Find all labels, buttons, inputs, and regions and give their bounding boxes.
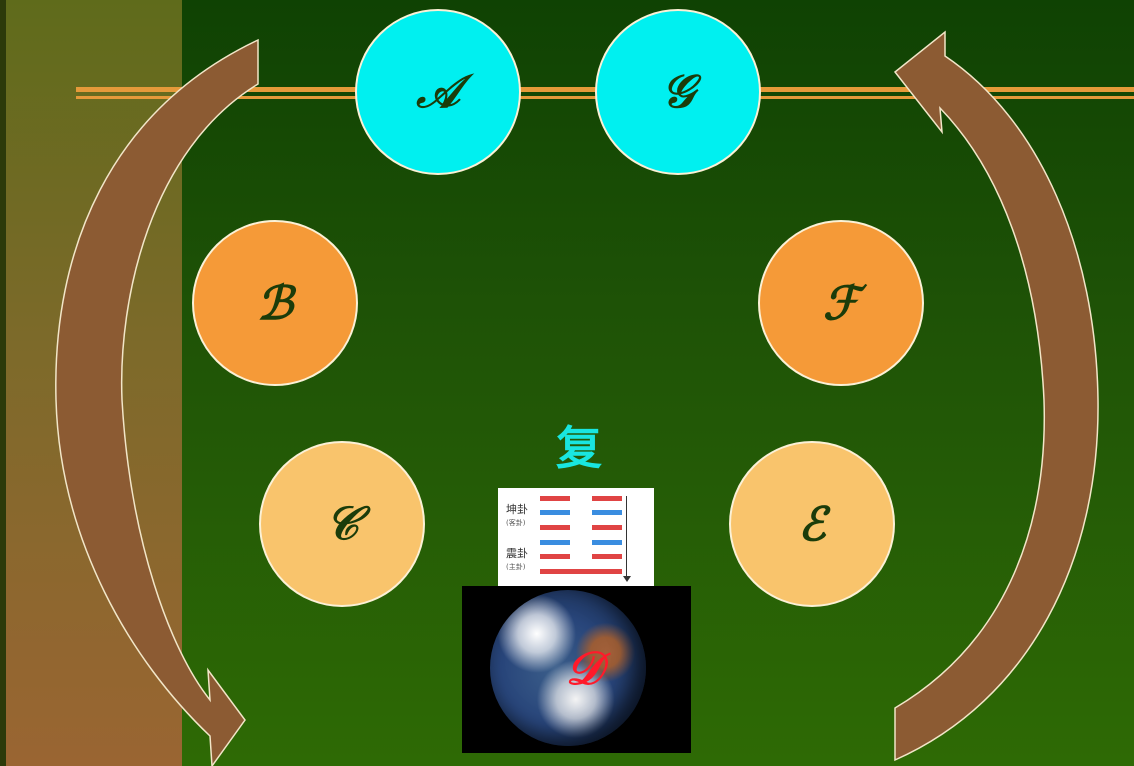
- direction-arrow-line: [626, 496, 627, 578]
- line-2-left: [540, 554, 570, 559]
- line-2-right: [592, 554, 622, 559]
- node-a-label: 𝒜: [416, 64, 460, 118]
- node-c-label: 𝒞: [325, 496, 359, 550]
- earth-globe: [490, 590, 646, 746]
- node-e-label: ℰ: [798, 497, 826, 551]
- node-b-label: ℬ: [256, 276, 294, 330]
- upper-trigram-sub: (客卦): [506, 519, 526, 527]
- fu-hexagram-image: 坤卦 (客卦) 震卦 (主卦): [498, 488, 654, 586]
- curved-arrow-down-icon: [55, 38, 259, 766]
- line-5-left: [540, 510, 570, 515]
- node-f-label: ℱ: [822, 276, 860, 330]
- lower-trigram-label: 震卦: [506, 547, 528, 560]
- node-d-label: 𝒟: [565, 641, 603, 695]
- curved-arrow-up-icon: [893, 30, 1099, 762]
- line-6-right: [592, 496, 622, 501]
- lower-trigram-sub: (主卦): [506, 563, 526, 571]
- line-6-left: [540, 496, 570, 501]
- line-1-solid: [540, 569, 622, 574]
- left-edge-strip: [0, 0, 6, 766]
- node-g-circle: 𝒢: [595, 9, 761, 175]
- earth-photo: 𝒟: [462, 586, 691, 753]
- node-b-circle: ℬ: [192, 220, 358, 386]
- line-4-left: [540, 525, 570, 530]
- node-e-circle: ℰ: [729, 441, 895, 607]
- line-4-right: [592, 525, 622, 530]
- node-c-circle: 𝒞: [259, 441, 425, 607]
- hexagram-title: 复: [556, 421, 602, 475]
- line-3-left: [540, 540, 570, 545]
- node-a-circle: 𝒜: [355, 9, 521, 175]
- line-5-right: [592, 510, 622, 515]
- upper-trigram-label: 坤卦: [506, 503, 528, 516]
- node-f-circle: ℱ: [758, 220, 924, 386]
- arrow-down-icon: [623, 576, 631, 582]
- line-3-right: [592, 540, 622, 545]
- node-g-label: 𝒢: [661, 64, 695, 118]
